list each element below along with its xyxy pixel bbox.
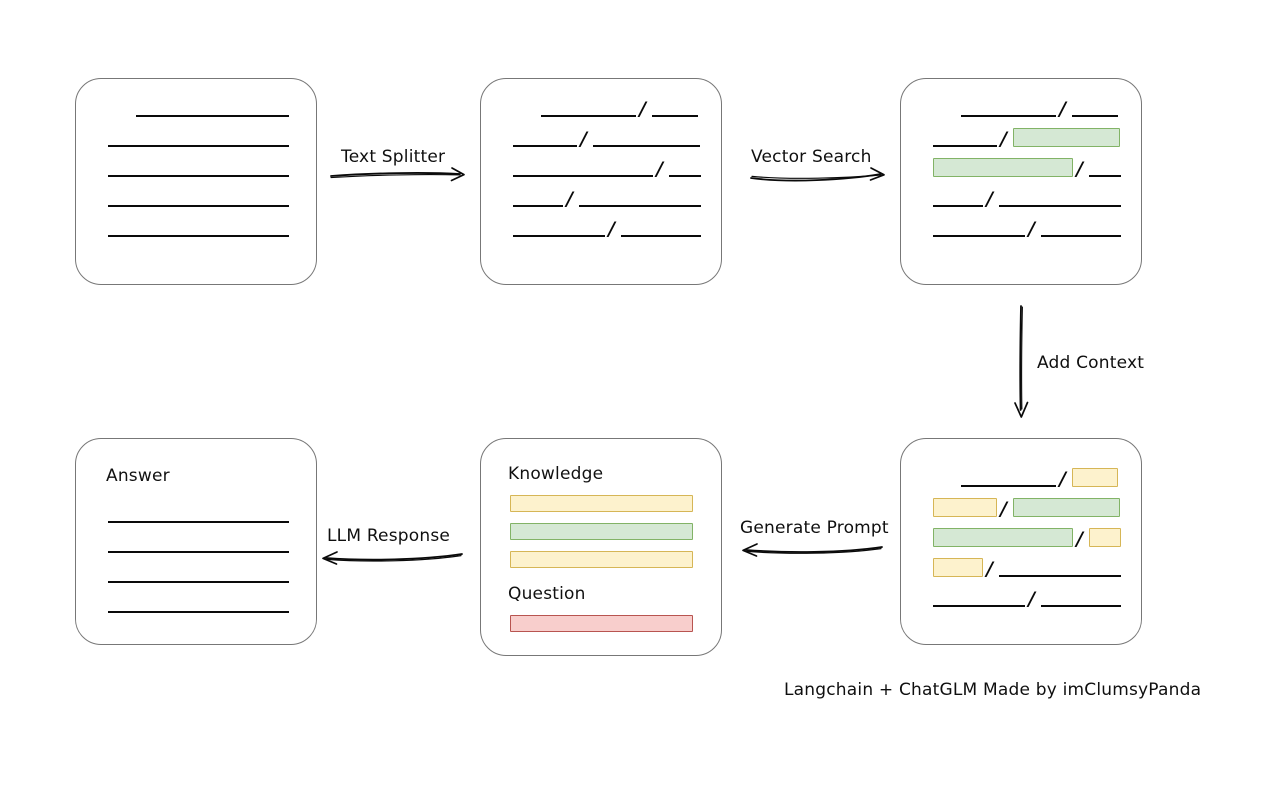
text-line-segment (513, 205, 563, 207)
text-line-segment (108, 521, 289, 523)
matched-chunks-box[interactable]: / / / / / (900, 78, 1142, 285)
answer-box[interactable]: Answer (75, 438, 317, 645)
text-splitter-label: Text Splitter (341, 147, 446, 167)
highlighted-chunk-yellow (1089, 528, 1121, 547)
prompt-bar-yellow (510, 551, 693, 568)
text-line-segment (933, 145, 997, 147)
segment-separator-slash: / (1028, 218, 1035, 240)
prompt-bar-red (510, 615, 693, 632)
text-line-segment (999, 575, 1121, 577)
text-line-segment (108, 175, 289, 177)
split-chunks-box[interactable]: / / / / / (480, 78, 722, 285)
text-line-segment (541, 115, 636, 117)
text-line-segment (961, 115, 1056, 117)
text-line-segment (1041, 605, 1121, 607)
text-line-segment (513, 235, 605, 237)
text-line-segment (933, 205, 983, 207)
segment-separator-slash: / (1000, 498, 1007, 520)
segment-separator-slash: / (608, 218, 615, 240)
text-line-segment (108, 235, 289, 237)
prompt-box[interactable]: Knowledge Question (480, 438, 722, 656)
highlighted-chunk-green (1013, 128, 1120, 147)
text-line-segment (1072, 115, 1118, 117)
highlighted-chunk-yellow (933, 558, 983, 577)
text-splitter-arrow (330, 167, 465, 182)
text-line-segment (593, 145, 700, 147)
vector-search-label: Vector Search (751, 147, 872, 167)
prompt-bar-green (510, 523, 693, 540)
text-line-segment (108, 145, 289, 147)
segment-separator-slash: / (566, 188, 573, 210)
add-context-label: Add Context (1037, 353, 1145, 373)
text-line-segment (513, 175, 653, 177)
segment-separator-slash: / (639, 98, 646, 120)
text-line-segment (961, 485, 1056, 487)
segment-separator-slash: / (1076, 528, 1083, 550)
highlighted-chunk-green (933, 528, 1073, 547)
highlighted-chunk-yellow (1072, 468, 1118, 487)
segment-separator-slash: / (1076, 158, 1083, 180)
text-line-segment (136, 115, 289, 117)
generate-prompt-label: Generate Prompt (740, 518, 889, 538)
generate-prompt-arrow (742, 543, 883, 557)
segment-separator-slash: / (986, 558, 993, 580)
text-line-segment (933, 235, 1025, 237)
text-line-segment (513, 145, 577, 147)
segment-separator-slash: / (1059, 468, 1066, 490)
question-label: Question (508, 584, 586, 604)
segment-separator-slash: / (1028, 588, 1035, 610)
source-document-box[interactable] (75, 78, 317, 285)
answer-title: Answer (106, 466, 170, 486)
add-context-arrow (1014, 305, 1029, 418)
text-line-segment (1041, 235, 1121, 237)
text-line-segment (669, 175, 701, 177)
text-line-segment (108, 581, 289, 583)
highlighted-chunk-yellow (933, 498, 997, 517)
prompt-bar-yellow (510, 495, 693, 512)
text-line-segment (621, 235, 701, 237)
text-line-segment (108, 205, 289, 207)
text-line-segment (999, 205, 1121, 207)
segment-separator-slash: / (580, 128, 587, 150)
segment-separator-slash: / (986, 188, 993, 210)
segment-separator-slash: / (1000, 128, 1007, 150)
segment-separator-slash: / (1059, 98, 1066, 120)
text-line-segment (579, 205, 701, 207)
vector-search-arrow (750, 167, 885, 182)
highlighted-chunk-green (1013, 498, 1120, 517)
llm-response-label: LLM Response (327, 526, 451, 546)
diagram-caption: Langchain + ChatGLM Made by imClumsyPand… (784, 680, 1202, 700)
text-line-segment (652, 115, 698, 117)
knowledge-label: Knowledge (508, 464, 604, 484)
text-line-segment (108, 551, 289, 553)
highlighted-chunk-green (933, 158, 1073, 177)
llm-response-arrow (322, 551, 463, 565)
context-chunks-box[interactable]: / / / / / (900, 438, 1142, 645)
text-line-segment (108, 611, 289, 613)
text-line-segment (933, 605, 1025, 607)
segment-separator-slash: / (656, 158, 663, 180)
text-line-segment (1089, 175, 1121, 177)
